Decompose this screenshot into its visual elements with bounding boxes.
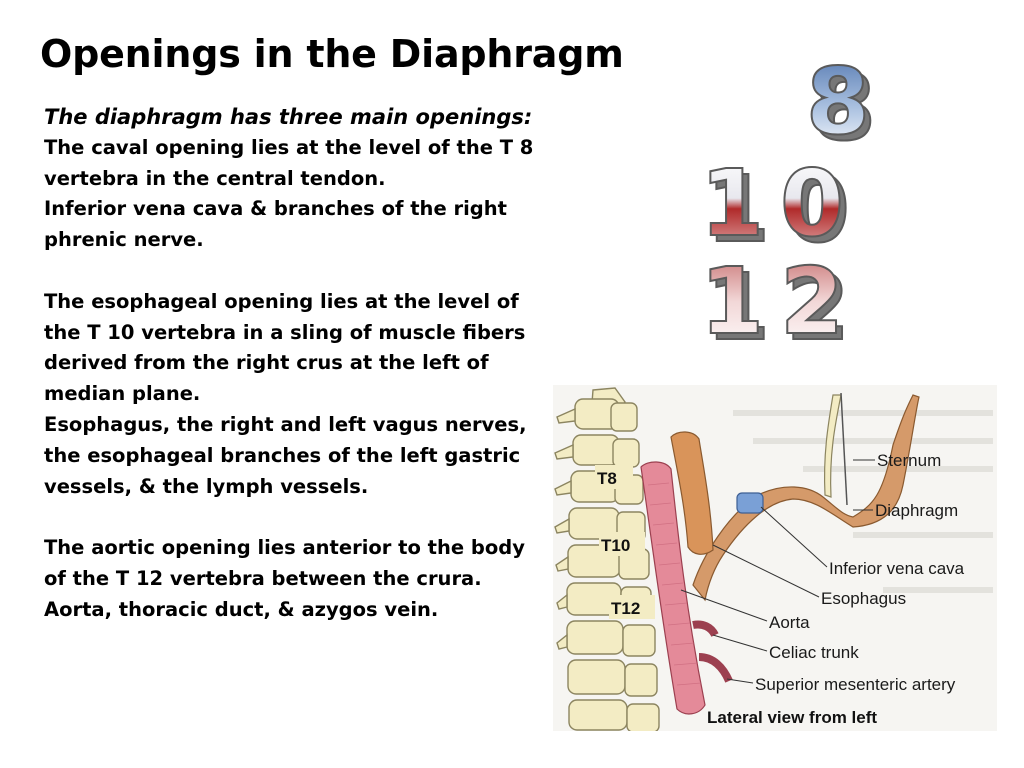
esophageal-opening-contents: Esophagus, the right and left vagus nerv… <box>44 412 527 498</box>
number-12: 12 <box>700 248 860 355</box>
aortic-opening-contents: Aorta, thoracic duct, & azygos vein. <box>44 597 439 621</box>
diaphragm-lateral-view-figure: T8 T10 T12 <box>553 385 997 731</box>
number-8: 8 <box>806 55 870 155</box>
vertebra-label-t8: T8 <box>597 469 617 488</box>
diaphragm-muscle <box>692 394 920 602</box>
vertebra-label-t12: T12 <box>611 599 640 618</box>
label-diaphragm: Diaphragm <box>875 501 958 520</box>
number-8-shadow: 8 <box>812 55 876 161</box>
slide-title: Openings in the Diaphragm <box>40 32 624 76</box>
inferior-vena-cava <box>736 492 764 514</box>
intro-line: The diaphragm has three main openings: <box>44 105 533 129</box>
label-inferior-vena-cava: Inferior vena cava <box>829 559 965 578</box>
caval-opening-contents: Inferior vena cava & branches of the rig… <box>44 197 507 252</box>
label-sternum: Sternum <box>877 451 941 470</box>
number-10: 10 <box>700 150 860 257</box>
vertebra-numbers-graphic: 8 8 10 10 12 12 <box>690 47 940 362</box>
celiac-trunk <box>692 620 719 638</box>
vertebra-label-t10: T10 <box>601 536 630 555</box>
label-aorta: Aorta <box>769 613 810 632</box>
number-12-shadow: 12 <box>706 254 866 355</box>
aortic-opening-text: The aortic opening lies anterior to the … <box>44 536 525 590</box>
esophagus <box>670 431 714 555</box>
figure-caption: Lateral view from left <box>707 708 877 727</box>
superior-mesenteric-artery <box>698 653 733 683</box>
vertebral-column <box>554 387 660 731</box>
label-superior-mesenteric-artery: Superior mesenteric artery <box>755 675 956 694</box>
number-10-shadow: 10 <box>706 156 866 263</box>
sternum <box>823 394 842 498</box>
esophageal-opening-text: The esophageal opening lies at the level… <box>44 289 526 406</box>
caval-opening-text: The caval opening lies at the level of t… <box>44 135 534 190</box>
label-esophagus: Esophagus <box>821 589 906 608</box>
slide-body: The diaphragm has three main openings: T… <box>44 102 544 626</box>
label-celiac-trunk: Celiac trunk <box>769 643 859 662</box>
